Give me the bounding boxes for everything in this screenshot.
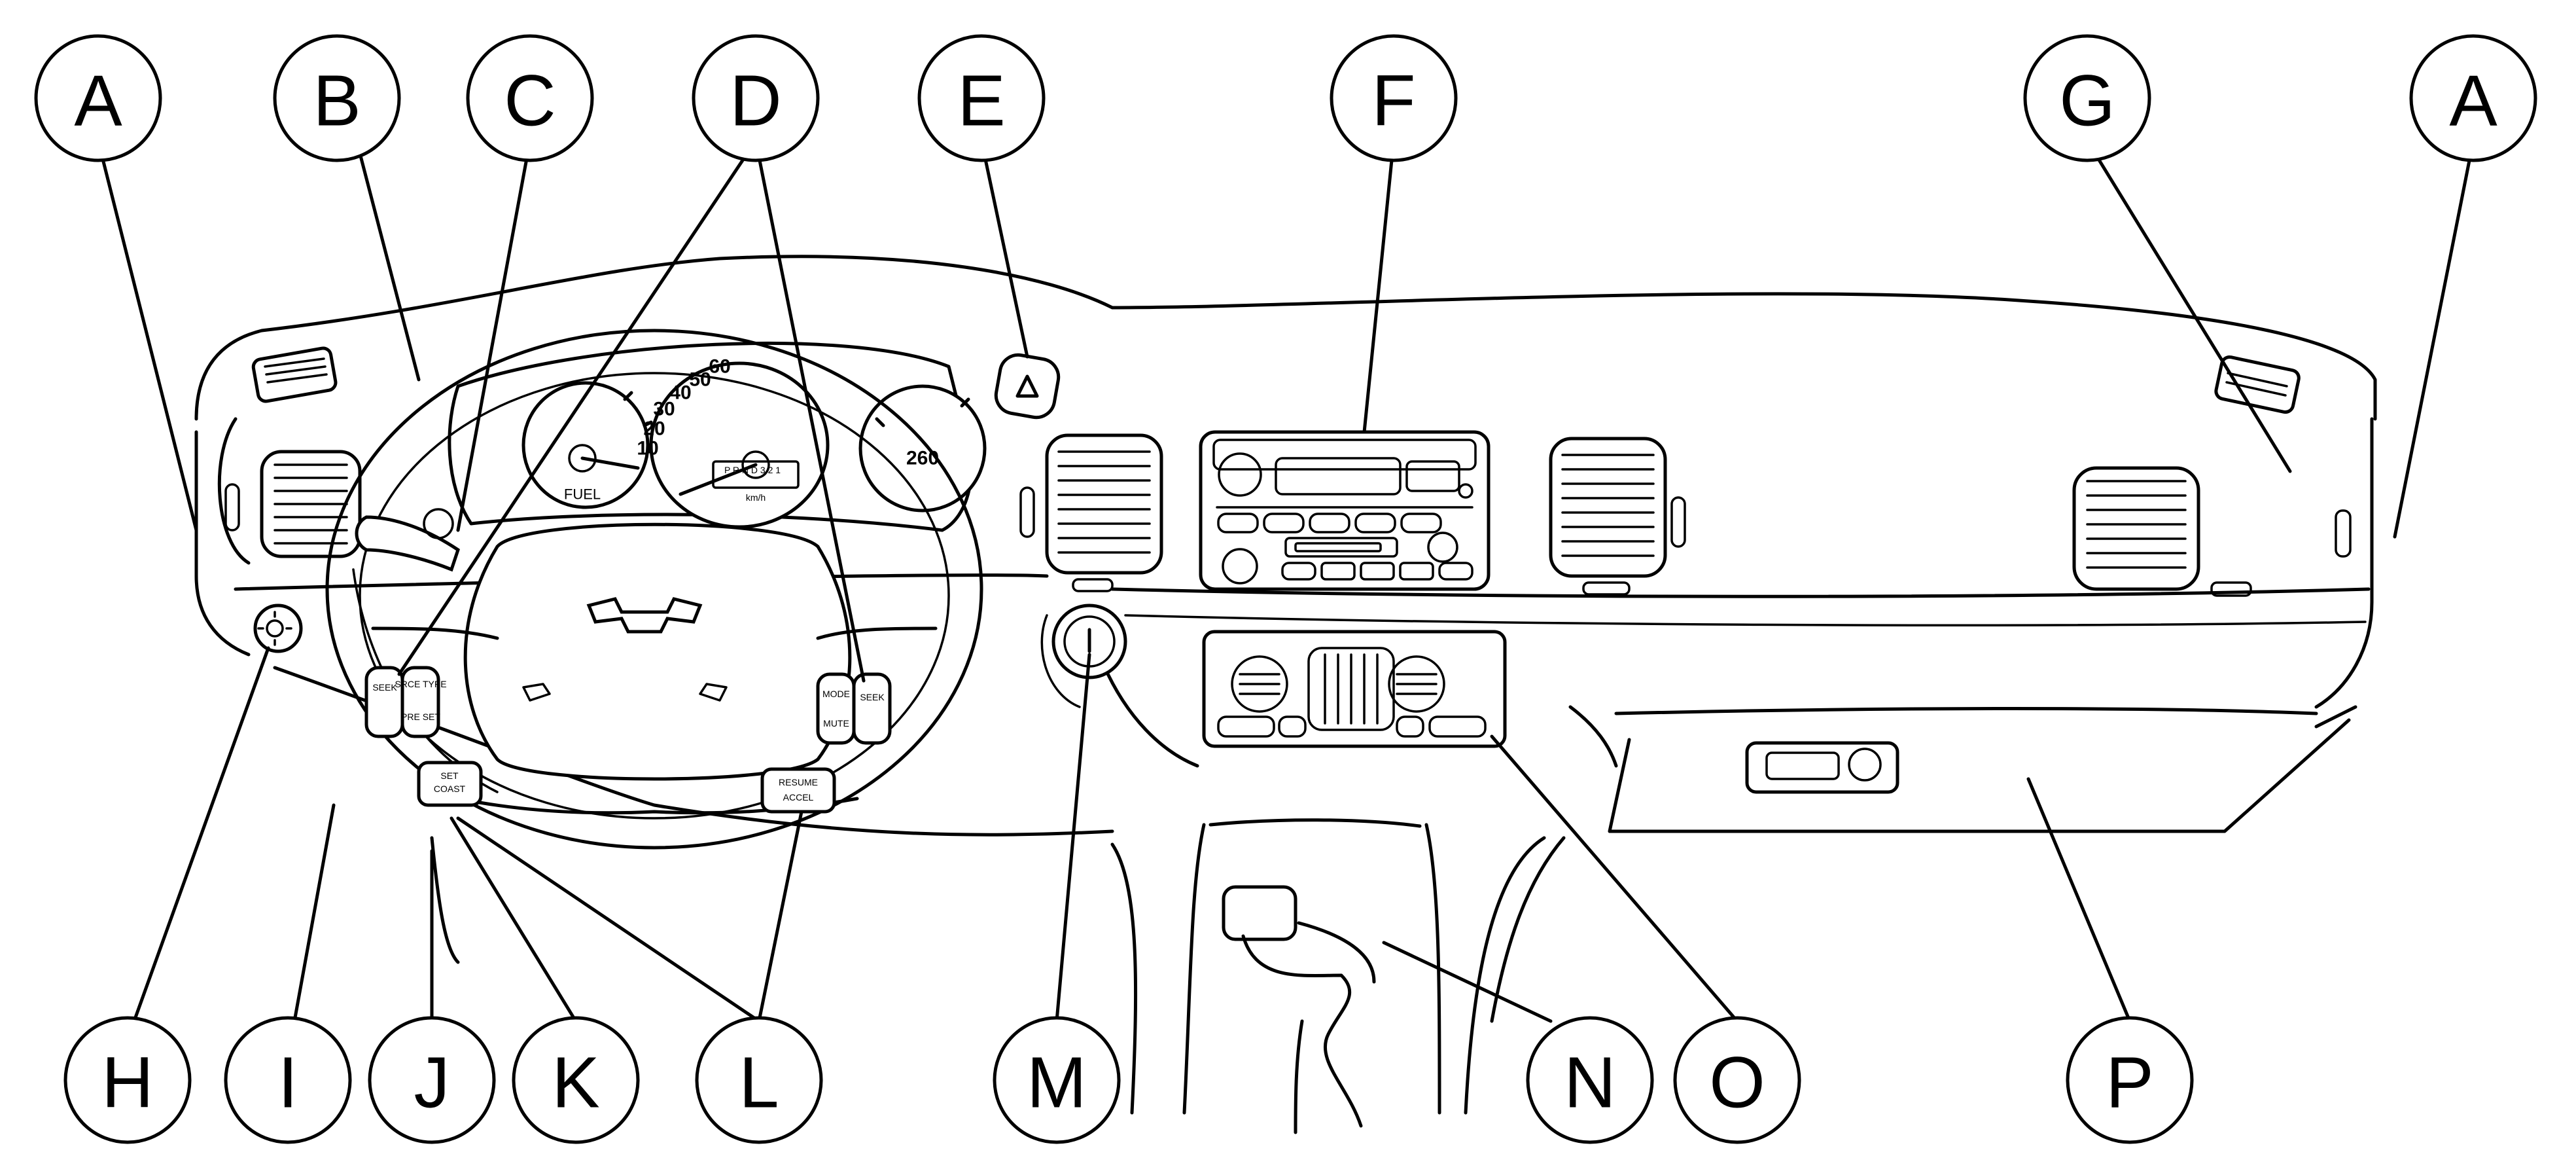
radio-bezel <box>1199 430 1491 591</box>
glove-box-latch <box>1745 741 1899 794</box>
radio-tune-knob <box>1222 548 1258 585</box>
steering-srce-type: SRCE TYPE <box>395 679 446 689</box>
svg-text:P: P <box>2106 1043 2153 1123</box>
speed-mark-40: 40 <box>669 382 691 404</box>
center-vents <box>1019 433 1686 596</box>
svg-text:O: O <box>1709 1043 1765 1123</box>
steering-seek-right: SEEK <box>860 692 885 702</box>
callout-markers: A B C D E F G A <box>34 34 2537 1144</box>
svg-text:I: I <box>278 1043 298 1123</box>
callout-P: P <box>2066 1016 2194 1144</box>
svg-text:B: B <box>313 61 361 141</box>
headlamp-sun-icon <box>257 611 292 646</box>
instrument-cluster: FUEL 40 50 60 30 20 10 km/h P R N D 3 2 … <box>448 342 987 532</box>
steering-wheel-rim <box>325 329 983 850</box>
mode-knob <box>1388 655 1445 713</box>
right-side-vents <box>2072 355 2352 597</box>
airbag-hub <box>463 522 852 781</box>
steering-wheel: SEEK SRCE TYPE PRE SET MODE MUTE SEEK SE… <box>325 329 983 964</box>
hazard-button <box>994 353 1061 420</box>
cruise-resume: RESUME <box>779 777 818 787</box>
fan-speed-knob <box>1231 655 1288 713</box>
callout-F: F <box>1330 34 1458 162</box>
horn-icon-left <box>522 683 551 702</box>
prndl-display <box>712 460 800 489</box>
speed-mark-30: 30 <box>653 399 675 420</box>
hazard-triangle-icon <box>1015 374 1039 398</box>
svg-text:M: M <box>1027 1043 1087 1123</box>
svg-text:K: K <box>552 1043 599 1123</box>
turn-signal-lever <box>355 515 460 572</box>
prndl-text: P R N D 3 2 1 <box>724 465 781 475</box>
svg-text:A: A <box>74 61 122 141</box>
temperature-slider <box>1307 647 1395 731</box>
right-upper-vent <box>2214 355 2301 414</box>
steering-button-right-2 <box>852 672 892 745</box>
callout-K: K <box>512 1016 640 1144</box>
headlamp-switch <box>253 604 303 653</box>
callout-N: N <box>1526 1016 1654 1144</box>
cruise-resume-accel-button <box>760 767 836 814</box>
cruise-set: SET <box>440 770 459 781</box>
callout-O: O <box>1673 1016 1801 1144</box>
speed-mark-50: 50 <box>689 369 711 391</box>
leader-lines <box>96 139 2475 1023</box>
callout-H: H <box>63 1016 192 1144</box>
callout-A-left: A <box>34 34 162 162</box>
svg-text:D: D <box>730 61 781 141</box>
svg-text:L: L <box>739 1043 779 1123</box>
left-side-vents <box>217 346 362 565</box>
svg-text:F: F <box>1371 61 1415 141</box>
steering-seek-left: SEEK <box>372 682 397 693</box>
left-upper-vent <box>251 346 338 403</box>
fuel-gauge-label: FUEL <box>564 486 601 503</box>
callout-C: C <box>466 34 594 162</box>
svg-text:H: H <box>101 1043 153 1123</box>
callout-M: M <box>993 1016 1121 1144</box>
speed-mark-20: 20 <box>643 418 665 440</box>
tach-max-label: 260 <box>906 448 939 469</box>
svg-text:G: G <box>2059 61 2115 141</box>
radio-volume-knob-top <box>1218 452 1262 497</box>
dashboard-body <box>194 255 2377 1134</box>
steering-mute: MUTE <box>823 718 849 729</box>
climate-controls <box>1202 630 1507 748</box>
svg-text:N: N <box>1564 1043 1615 1123</box>
cruise-coast: COAST <box>434 784 466 794</box>
chevrolet-logo <box>586 597 703 634</box>
audio-system <box>1199 430 1491 591</box>
horn-icon-right <box>699 683 728 702</box>
temperature-gauge <box>858 384 987 513</box>
cruise-set-coast-button <box>417 761 483 807</box>
shift-lever-knob <box>1222 885 1297 941</box>
steering-button-left-1 <box>364 666 404 738</box>
svg-text:J: J <box>414 1043 450 1123</box>
callout-A-right: A <box>2409 34 2537 162</box>
speed-unit-label: km/h <box>746 492 766 503</box>
callout-J: J <box>368 1016 496 1144</box>
svg-text:A: A <box>2449 61 2497 141</box>
cruise-accel: ACCEL <box>783 792 814 803</box>
steering-button-right-1 <box>816 672 856 745</box>
steering-button-left-2 <box>400 666 440 738</box>
callout-B: B <box>273 34 401 162</box>
svg-text:C: C <box>504 61 556 141</box>
right-dash-vent <box>2072 466 2200 591</box>
steering-preset: PRE SET <box>401 712 440 722</box>
callout-E: E <box>917 34 1046 162</box>
callout-D: D <box>692 34 820 162</box>
svg-text:E: E <box>957 61 1005 141</box>
steering-mode: MODE <box>822 689 850 699</box>
callout-L: L <box>695 1016 823 1144</box>
callout-I: I <box>224 1016 352 1144</box>
callout-G: G <box>2023 34 2151 162</box>
speed-mark-10: 10 <box>637 438 658 460</box>
speed-mark-60: 60 <box>709 356 730 378</box>
